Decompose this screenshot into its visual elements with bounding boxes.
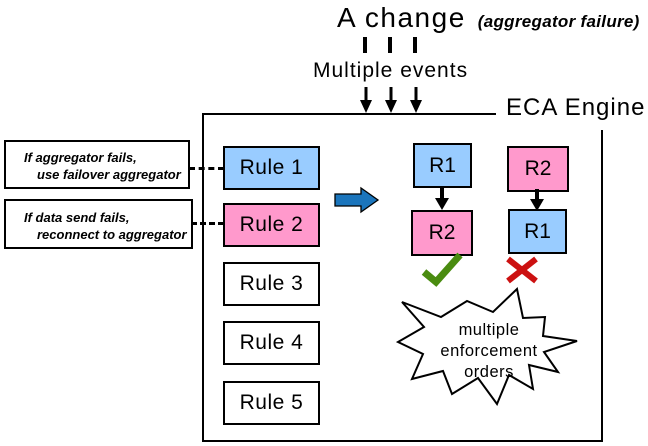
note-line: use failover aggregator bbox=[37, 167, 181, 182]
ordering1-bottom-box: R2 bbox=[411, 210, 473, 256]
down-arrow-icon bbox=[360, 87, 372, 113]
ordering2-top-box: R2 bbox=[507, 146, 569, 192]
header-title-row: A change (aggregator failure) bbox=[337, 2, 640, 34]
rule-label: Rule 2 bbox=[239, 213, 304, 236]
rule-4-box: Rule 4 bbox=[223, 321, 320, 365]
rule-1-box: Rule 1 bbox=[223, 146, 320, 190]
change-subtitle: (aggregator failure) bbox=[477, 12, 640, 31]
rule-label: Rule 4 bbox=[239, 331, 304, 354]
change-title: A change bbox=[337, 2, 466, 33]
dashed-line-segment-icon bbox=[363, 37, 367, 53]
down-arrow-icon bbox=[410, 87, 422, 113]
dashed-connector bbox=[191, 222, 224, 225]
rule-3-box: Rule 3 bbox=[223, 262, 320, 306]
dashed-connector bbox=[189, 167, 224, 170]
note-line: If data send fails, bbox=[24, 210, 130, 225]
rule-5-box: Rule 5 bbox=[223, 381, 320, 425]
checkmark-icon bbox=[421, 252, 463, 287]
dashed-line-segment-icon bbox=[413, 37, 417, 53]
rule-label: Rule 5 bbox=[239, 391, 304, 414]
burst-text: multiple enforcement orders bbox=[403, 320, 575, 383]
burst-line: orders bbox=[464, 363, 514, 381]
ordering-label: R2 bbox=[524, 157, 552, 180]
burst-line: multiple bbox=[458, 321, 520, 339]
rule-2-box: Rule 2 bbox=[223, 203, 320, 247]
multiple-events-label: Multiple events bbox=[313, 59, 469, 82]
eca-engine-label: ECA Engine bbox=[496, 92, 648, 130]
ordering1-top-box: R1 bbox=[413, 143, 472, 188]
burst-line: enforcement bbox=[440, 342, 538, 360]
dashed-line-segment-icon bbox=[388, 37, 392, 53]
sequence-arrow-icon bbox=[435, 188, 449, 210]
rule-label: Rule 1 bbox=[239, 156, 304, 179]
right-block-arrow-icon bbox=[334, 186, 380, 214]
down-arrow-icon bbox=[385, 87, 397, 113]
rule2-annotation-note: If data send fails, reconnect to aggrega… bbox=[4, 199, 193, 249]
burst-shape-icon bbox=[396, 287, 578, 406]
rule-label: Rule 3 bbox=[239, 272, 304, 295]
cross-icon bbox=[506, 256, 538, 284]
ordering-label: R1 bbox=[429, 153, 456, 177]
note-line: reconnect to aggregator bbox=[37, 227, 187, 242]
ordering-label: R1 bbox=[524, 219, 551, 243]
rule1-annotation-note: If aggregator fails, use failover aggreg… bbox=[4, 140, 190, 189]
sequence-arrow-icon bbox=[530, 189, 544, 211]
note-line: If aggregator fails, bbox=[24, 150, 137, 165]
ordering2-bottom-box: R1 bbox=[508, 209, 567, 254]
ordering-label: R2 bbox=[428, 221, 456, 244]
